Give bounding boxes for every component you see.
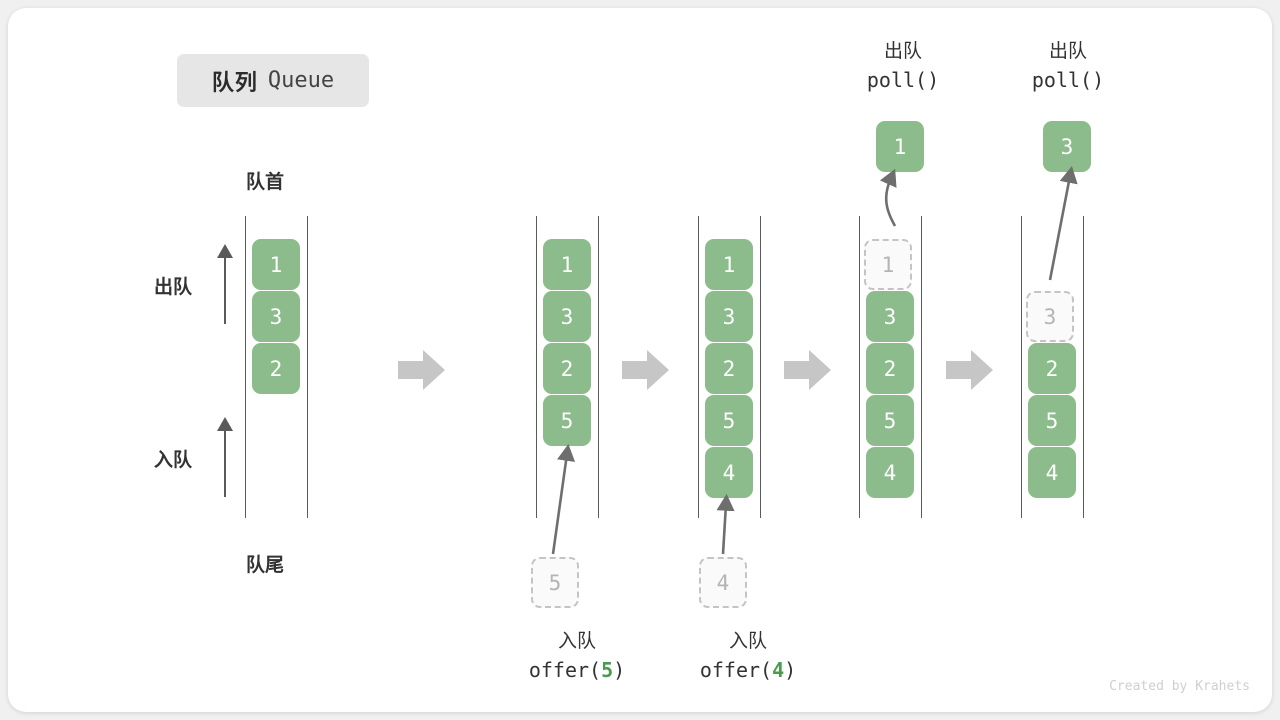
queue-element: 1 <box>252 239 300 290</box>
transition-arrow-icon-3 <box>784 350 831 390</box>
popped-element: 1 <box>876 121 924 172</box>
queue-element-new: 4 <box>705 447 753 498</box>
dequeue-motion-arrow-icon-2 <box>1048 166 1078 281</box>
outgoing-ghost-element: 1 <box>864 239 912 290</box>
queue-element: 4 <box>1028 447 1076 498</box>
dequeue-side-label: 出队 <box>154 277 193 298</box>
dequeue-motion-arrow-icon-1 <box>879 168 897 227</box>
queue-rail-left-4 <box>859 216 860 518</box>
transition-arrow-icon-2 <box>622 350 669 390</box>
outgoing-ghost-element: 3 <box>1026 291 1074 342</box>
queue-element: 4 <box>866 447 914 498</box>
queue-element: 2 <box>543 343 591 394</box>
queue-rail-right-3 <box>760 216 761 518</box>
queue-rail-left-1 <box>245 216 246 518</box>
queue-element: 5 <box>1028 395 1076 446</box>
queue-rail-right-2 <box>598 216 599 518</box>
title-badge: 队列 Queue <box>177 54 369 107</box>
queue-rail-right-5 <box>1083 216 1084 518</box>
transition-arrow-icon-4 <box>946 350 993 390</box>
operation-caption-cn: 出队 <box>883 41 922 62</box>
operation-caption-cn: 入队 <box>728 631 767 652</box>
transition-arrow-icon-1 <box>398 350 445 390</box>
dequeue-direction-arrow-icon <box>217 244 233 324</box>
operation-caption-offer-5: 入队 offer(5) <box>467 628 687 685</box>
queue-tail-label: 队尾 <box>246 555 285 576</box>
queue-rail-right-4 <box>921 216 922 518</box>
queue-element: 2 <box>252 343 300 394</box>
enqueue-motion-arrow-icon-2 <box>716 493 735 555</box>
queue-element: 2 <box>705 343 753 394</box>
credit-text: Created by Krahets <box>1109 679 1250 694</box>
queue-element: 2 <box>866 343 914 394</box>
operation-caption-fn: poll() <box>1031 67 1105 92</box>
operation-caption-poll-1: 出队 poll() <box>803 38 1003 95</box>
queue-element-new: 5 <box>543 395 591 446</box>
operation-caption-fn: offer(4) <box>699 657 797 682</box>
queue-rail-left-5 <box>1021 216 1022 518</box>
enqueue-direction-arrow-icon <box>217 417 233 497</box>
queue-element: 2 <box>1028 343 1076 394</box>
queue-element: 1 <box>705 239 753 290</box>
enqueue-motion-arrow-icon-1 <box>551 443 576 555</box>
operation-caption-poll-3: 出队 poll() <box>968 38 1168 95</box>
queue-head-label: 队首 <box>246 172 285 193</box>
queue-rail-left-3 <box>698 216 699 518</box>
operation-caption-offer-4: 入队 offer(4) <box>638 628 858 685</box>
queue-element: 3 <box>705 291 753 342</box>
queue-element: 5 <box>866 395 914 446</box>
operation-caption-fn: offer(5) <box>528 657 626 682</box>
queue-rail-left-2 <box>536 216 537 518</box>
title-en: Queue <box>267 68 335 93</box>
enqueue-side-label: 入队 <box>154 450 193 471</box>
queue-element: 5 <box>705 395 753 446</box>
operation-caption-cn: 出队 <box>1048 41 1087 62</box>
queue-element: 3 <box>543 291 591 342</box>
queue-element: 1 <box>543 239 591 290</box>
incoming-ghost-element: 5 <box>531 557 579 608</box>
popped-element: 3 <box>1043 121 1091 172</box>
operation-caption-fn: poll() <box>866 67 940 92</box>
incoming-ghost-element: 4 <box>699 557 747 608</box>
operation-caption-cn: 入队 <box>557 631 596 652</box>
title-cn: 队列 <box>211 69 258 95</box>
queue-rail-right-1 <box>307 216 308 518</box>
queue-element: 3 <box>252 291 300 342</box>
queue-element: 3 <box>866 291 914 342</box>
diagram-card: 队列 Queue 队首 队尾 出队 入队 1 3 2 1 3 2 5 5 <box>8 8 1272 712</box>
